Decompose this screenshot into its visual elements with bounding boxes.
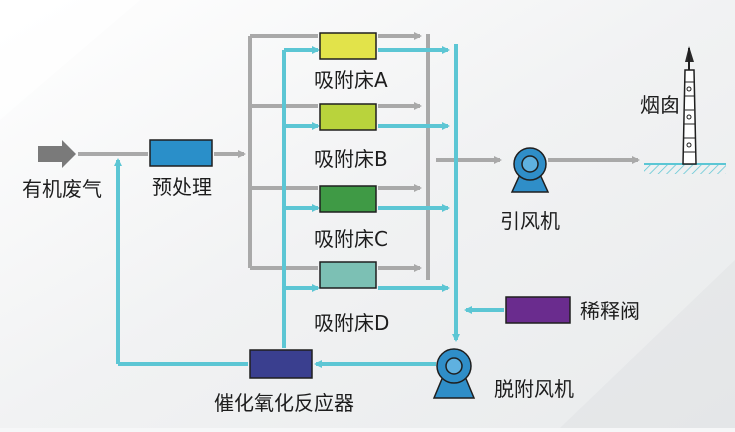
ground-hatch-icon (644, 164, 726, 174)
chimney-icon (644, 46, 726, 174)
fan-icon (510, 147, 550, 193)
cyan-pipes (114, 44, 504, 368)
bed-c-label: 吸附床C (314, 227, 388, 251)
adsorption-bed-d (319, 261, 377, 289)
fan-label: 引风机 (500, 209, 560, 233)
dilution-valve (505, 296, 571, 324)
input-gas-label: 有机废气 (22, 177, 102, 201)
pretreatment-label: 预处理 (152, 175, 212, 199)
adsorption-bed-c (319, 185, 377, 213)
catalytic-reactor (249, 349, 313, 379)
catalytic-reactor-label: 催化氧化反应器 (214, 391, 354, 415)
dilution-valve-label: 稀释阀 (580, 299, 640, 323)
bed-d-label: 吸附床D (314, 311, 389, 335)
bed-b-label: 吸附床B (314, 147, 388, 171)
desorption-fan-icon (432, 348, 476, 399)
pretreatment-unit (149, 139, 213, 167)
bed-a-label: 吸附床A (314, 68, 388, 92)
background-shade (560, 260, 735, 428)
chimney-label: 烟囱 (640, 93, 680, 117)
background-shade (0, 0, 140, 120)
adsorption-bed-b (319, 103, 377, 131)
adsorption-bed-a (319, 32, 377, 60)
desorption-fan-label: 脱附风机 (494, 377, 574, 401)
input-arrow-icon (38, 140, 76, 168)
